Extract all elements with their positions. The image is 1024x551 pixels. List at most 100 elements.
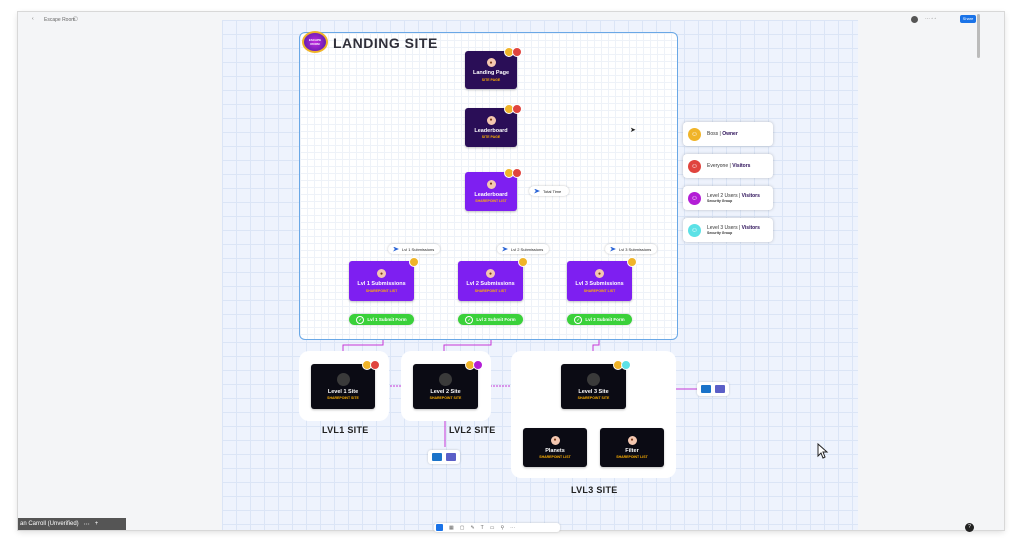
card-subtitle: SHAREPOINT LIST bbox=[583, 288, 616, 293]
back-icon[interactable]: ‹ bbox=[32, 16, 34, 22]
legend-sublabel: Security Group bbox=[707, 199, 733, 203]
power-automate-icon bbox=[393, 246, 399, 252]
user-icon: ☺ bbox=[688, 127, 701, 141]
card-title: Planets bbox=[545, 447, 565, 454]
share-button[interactable]: Share bbox=[960, 15, 976, 23]
list-icon: ● bbox=[486, 269, 495, 279]
lvl3-submissions-card[interactable]: ● Lvl 3 Submissions SHAREPOINT LIST bbox=[567, 261, 632, 301]
legend-item-level3-users[interactable]: ☺ Level 3 Users | Visitors Security Grou… bbox=[683, 218, 773, 242]
note-tool-icon[interactable]: ▭ bbox=[489, 524, 495, 531]
bottom-toolbar: ▦ ▢ ✎ T ▭ ⚲ ⋯ bbox=[434, 523, 560, 532]
lvl1-flow-pill[interactable]: Lvl 1 Submissions bbox=[388, 244, 440, 254]
legend-sublabel: Security Group bbox=[707, 231, 733, 235]
level3-site-card[interactable]: Level 3 Site SHAREPOINT SITE bbox=[561, 364, 626, 409]
card-title: Lvl 2 Submissions bbox=[466, 281, 515, 288]
card-subtitle: SHAREPOINT LIST bbox=[475, 199, 507, 204]
shape-tool-icon[interactable]: ▢ bbox=[459, 524, 465, 531]
power-automate-icon bbox=[502, 246, 508, 252]
scrollbar[interactable] bbox=[977, 14, 980, 58]
legend-item-everyone[interactable]: ☺ Everyone | Visitors bbox=[683, 154, 773, 178]
lvl2-submissions-card[interactable]: ● Lvl 2 Submissions SHAREPOINT LIST bbox=[458, 261, 523, 301]
legend-label: Everyone | Visitors bbox=[707, 163, 751, 169]
check-icon: ✓ bbox=[574, 315, 583, 324]
outlook-icon bbox=[432, 453, 442, 461]
list-icon: ● bbox=[595, 269, 604, 279]
owner-badge-icon bbox=[518, 257, 528, 267]
toolbar-icons[interactable]: ⋯ ◦ ◦ bbox=[925, 16, 937, 22]
legend-item-boss[interactable]: ☺ Boss | Owner bbox=[683, 122, 773, 146]
frame-tool-icon[interactable]: ▦ bbox=[449, 524, 454, 531]
form-label: Lvl 3 Submit Form bbox=[585, 317, 625, 322]
outlook-icon bbox=[701, 385, 711, 393]
sidebar-icon[interactable]: ▢ bbox=[73, 16, 78, 22]
integration-icons bbox=[697, 382, 729, 396]
users-icon: ☺ bbox=[688, 223, 701, 237]
planets-list-card[interactable]: ● Planets SHAREPOINT LIST bbox=[523, 428, 587, 467]
lvl1-submissions-card[interactable]: ● Lvl 1 Submissions SHAREPOINT LIST bbox=[349, 261, 414, 301]
add-icon[interactable]: + bbox=[94, 521, 99, 527]
legend-label: Level 3 Users | Visitors bbox=[707, 225, 760, 231]
site-logo-icon bbox=[439, 372, 452, 386]
pen-tool-icon[interactable]: ✎ bbox=[470, 524, 475, 531]
collaborator-name: an Carroll (Unverified) bbox=[20, 521, 79, 527]
board-title[interactable]: Escape Room bbox=[44, 17, 76, 23]
card-title: Level 1 Site bbox=[327, 388, 359, 395]
card-title: Lvl 1 Submissions bbox=[357, 281, 406, 288]
integration-icons bbox=[428, 450, 460, 464]
list-icon: ● bbox=[486, 179, 496, 189]
avatar[interactable] bbox=[911, 16, 918, 23]
cursor-icon: ➤ bbox=[630, 127, 636, 134]
users-icon: ☺ bbox=[688, 159, 701, 173]
card-subtitle: SHAREPOINT SITE bbox=[577, 396, 610, 401]
collaborator-tag: an Carroll (Unverified) ⋯ + bbox=[18, 518, 126, 530]
filter-list-card[interactable]: ● Filter SHAREPOINT LIST bbox=[600, 428, 664, 467]
lvl2-flow-pill[interactable]: Lvl 2 Submissions bbox=[497, 244, 549, 254]
link-tool-icon[interactable]: ⚲ bbox=[500, 524, 505, 531]
legend-label: Level 2 Users | Visitors bbox=[707, 193, 760, 199]
card-title: Landing Page bbox=[472, 70, 510, 77]
lvl3-flow-pill[interactable]: Lvl 3 Submissions bbox=[605, 244, 657, 254]
select-tool-icon[interactable] bbox=[436, 524, 443, 531]
help-icon[interactable]: ? bbox=[965, 523, 974, 532]
legend-item-level2-users[interactable]: ☺ Level 2 Users | Visitors Security Grou… bbox=[683, 186, 773, 210]
level2-site-card[interactable]: Level 2 Site SHAREPOINT SITE bbox=[413, 364, 478, 409]
page-icon: ● bbox=[486, 115, 496, 125]
card-subtitle: SHAREPOINT LIST bbox=[474, 288, 507, 293]
owner-badge-icon bbox=[627, 257, 637, 267]
lvl2-submit-form[interactable]: ✓Lvl 2 Submit Form bbox=[458, 314, 523, 325]
leaderboard-list-card[interactable]: ● Leaderboard SHAREPOINT LIST bbox=[465, 172, 517, 211]
card-title: Leaderboard bbox=[474, 191, 508, 198]
site-logo-icon bbox=[336, 372, 350, 386]
lvl3-submit-form[interactable]: ✓Lvl 3 Submit Form bbox=[567, 314, 632, 325]
level2-badge-icon bbox=[473, 360, 483, 370]
lvl1-submit-form[interactable]: ✓Lvl 1 Submit Form bbox=[349, 314, 414, 325]
visitor-badge-icon bbox=[512, 168, 522, 178]
check-icon: ✓ bbox=[356, 315, 365, 324]
pill-label: Total Time bbox=[543, 188, 562, 194]
visitor-badge-icon bbox=[370, 360, 380, 370]
teams-icon bbox=[446, 453, 456, 461]
check-icon: ✓ bbox=[465, 315, 474, 324]
card-subtitle: SHAREPOINT SITE bbox=[327, 396, 359, 401]
escape-room-logo: ESCAPE ROOM bbox=[302, 31, 328, 53]
list-icon: ● bbox=[377, 269, 386, 279]
pill-label: Lvl 1 Submissions bbox=[402, 246, 435, 252]
card-subtitle: SHAREPOINT LIST bbox=[616, 455, 648, 460]
landing-page-card[interactable]: ● Landing Page SITE PAGE bbox=[465, 51, 517, 89]
pointer-cursor-icon bbox=[817, 443, 829, 459]
pill-label: Lvl 2 Submissions bbox=[511, 246, 544, 252]
total-time-pill[interactable]: Total Time bbox=[529, 186, 569, 196]
text-tool-icon[interactable]: T bbox=[480, 524, 484, 531]
more-icon[interactable]: ⋯ bbox=[83, 521, 90, 528]
form-label: Lvl 2 Submit Form bbox=[476, 317, 516, 322]
users-icon: ☺ bbox=[688, 191, 701, 205]
lvl1-site-label: LVL1 SITE bbox=[322, 425, 369, 435]
leaderboard-page-card[interactable]: ● Leaderboard SITE PAGE bbox=[465, 108, 517, 147]
pill-label: Lvl 3 Submissions bbox=[619, 246, 652, 252]
level1-site-card[interactable]: Level 1 Site SHAREPOINT SITE bbox=[311, 364, 375, 409]
more-tools-icon[interactable]: ⋯ bbox=[510, 524, 516, 531]
card-subtitle: SHAREPOINT SITE bbox=[429, 396, 462, 401]
card-subtitle: SITE PAGE bbox=[481, 135, 501, 140]
form-label: Lvl 1 Submit Form bbox=[367, 317, 407, 322]
lvl3-site-label: LVL3 SITE bbox=[571, 485, 618, 495]
